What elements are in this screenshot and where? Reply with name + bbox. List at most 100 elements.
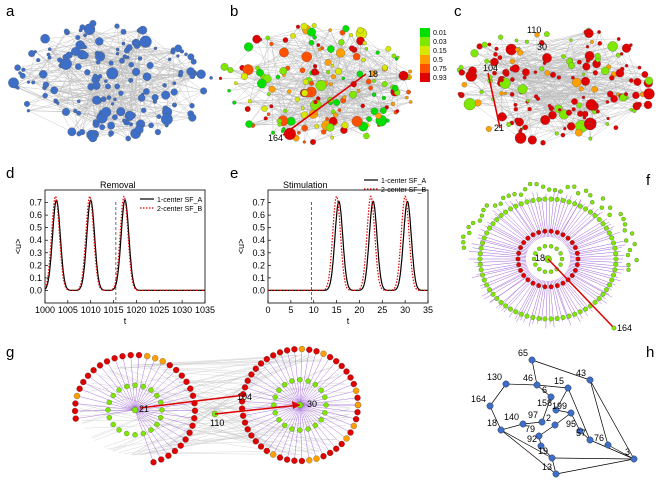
hub-spoke — [134, 375, 182, 411]
panel-a-edge — [100, 49, 174, 55]
outer-ring-node — [577, 203, 583, 209]
panel-a-node — [39, 70, 48, 79]
x-tick-label: 1010 — [81, 305, 101, 315]
panel-a-node — [137, 56, 143, 61]
panel-c-edge — [569, 61, 608, 125]
red-ring-node — [530, 232, 536, 238]
panel-b-node — [394, 57, 399, 61]
hub-spoke — [299, 377, 351, 406]
panel-c-edge — [512, 79, 533, 141]
panel-c-node — [509, 92, 515, 97]
panel-c-node — [479, 89, 484, 94]
panel-c-edge — [608, 110, 635, 119]
panel-c-edge — [474, 53, 643, 95]
hub-spoke — [106, 361, 136, 411]
panel-a-edge — [137, 44, 191, 72]
panel-b-node — [218, 76, 223, 81]
x-tick-label: 25 — [377, 305, 387, 315]
panel-b-node — [406, 89, 411, 95]
panel-b-node — [244, 106, 251, 112]
outer-ring-node — [477, 256, 483, 262]
panel-c-node — [556, 75, 562, 80]
panel-a-node — [152, 99, 157, 104]
spoke — [486, 269, 529, 293]
panel-a-edge — [23, 65, 62, 70]
panel-b-edge — [318, 44, 371, 89]
hub-spoke — [299, 404, 342, 445]
cross-edge — [183, 373, 262, 390]
outer-ring-node — [596, 296, 602, 301]
panel-b-edge — [313, 40, 361, 115]
outer-ring-node — [508, 306, 513, 312]
panel-a-edge — [177, 55, 193, 106]
panel-b-node — [314, 123, 320, 129]
hub-spoke — [130, 355, 136, 411]
hub-inner-node — [318, 417, 324, 423]
panel-a-node — [161, 90, 171, 100]
panel-c-edge — [610, 93, 649, 106]
panel-c-node — [613, 125, 619, 131]
panel-c-node — [499, 77, 504, 83]
panel-c-node — [575, 128, 583, 137]
outer-ring-node — [477, 251, 483, 257]
panel-c-edge — [499, 57, 513, 80]
panel-a-node — [42, 92, 48, 99]
panel-b-node — [300, 106, 305, 111]
panel-a-node — [184, 52, 188, 57]
panel-a-edge — [129, 47, 191, 57]
panel-b-node — [349, 90, 357, 99]
panel-c-node — [494, 46, 499, 51]
panel-b-node — [266, 112, 271, 116]
colorbar-segment — [420, 28, 430, 37]
panel-c-node — [592, 70, 598, 76]
fringe-node — [622, 222, 628, 227]
cross-edge — [168, 425, 346, 446]
red-ring-node — [525, 277, 531, 283]
hub-inner-node — [116, 387, 122, 393]
red-ring-node — [560, 232, 566, 238]
fringe-node — [506, 193, 511, 198]
panel-a-node — [188, 113, 197, 122]
hub-inner-node — [323, 402, 329, 408]
panel-c-node — [571, 77, 582, 88]
panel-a-node — [146, 61, 154, 69]
graph-node — [538, 418, 546, 426]
cross-edge — [144, 402, 251, 455]
panel-c-node — [458, 69, 465, 76]
series-line-2 — [44, 195, 205, 291]
panel-c-node — [497, 55, 503, 60]
panel-c-node-label-104: 104 — [483, 63, 498, 73]
hub-outer-node — [333, 445, 340, 452]
panel-a-node — [105, 83, 111, 90]
panel-c-node — [517, 84, 528, 95]
graph-edge — [607, 444, 635, 460]
panel-a-node — [108, 60, 114, 66]
panel-b-node — [341, 121, 349, 129]
x-axis-label: t — [124, 316, 127, 326]
graph-node — [564, 384, 572, 392]
outer-ring-node — [583, 206, 588, 212]
panel-c-node — [581, 76, 590, 86]
panel-a-node — [133, 39, 141, 47]
panel-b-node — [312, 64, 318, 69]
graph-node-label: 76 — [594, 433, 604, 443]
red-ring-node — [518, 267, 524, 273]
fringe-node — [518, 192, 524, 197]
series-line-1 — [44, 198, 205, 291]
hub-inner-node — [110, 421, 116, 428]
panel-c-node — [636, 101, 642, 108]
outer-ring-node — [536, 316, 542, 321]
panel-g-arrow-1 — [139, 394, 246, 409]
hub-inner-node — [297, 377, 303, 383]
hub-spoke — [244, 404, 301, 423]
panel-a-node — [134, 125, 144, 134]
panel-b-node — [252, 34, 262, 44]
panel-b-node — [245, 120, 253, 128]
hub-spoke — [134, 361, 163, 411]
graph-edge — [555, 458, 635, 475]
hub-outer-node — [263, 355, 270, 363]
panel-c-node — [527, 106, 532, 112]
hub-outer-node — [263, 447, 270, 455]
